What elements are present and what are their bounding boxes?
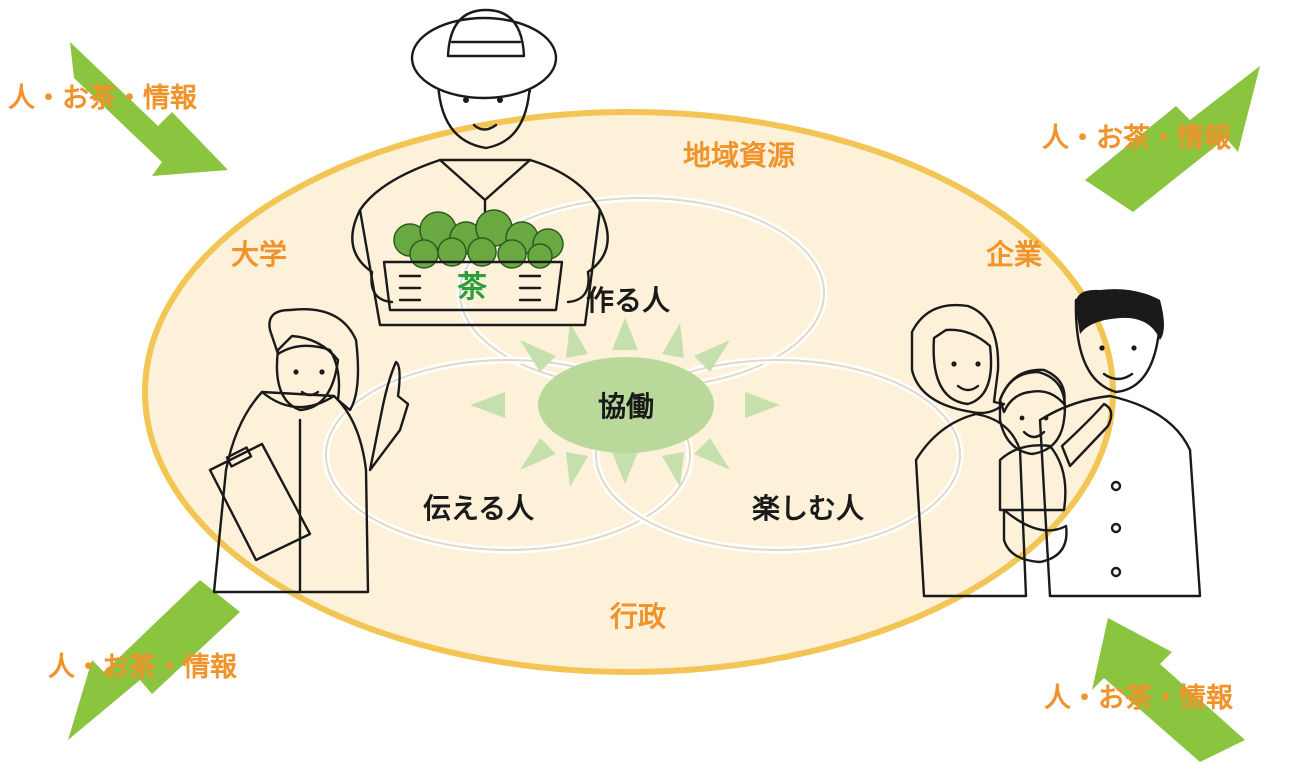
straw-hat-icon (410, 16, 558, 100)
family-illustration (910, 289, 1202, 598)
venn-circles (322, 194, 964, 554)
flow-label-top-right: 人・お茶・情報 (1042, 123, 1232, 154)
arrow-top-right (1085, 66, 1260, 212)
arrow-bottom-left (68, 580, 240, 740)
clipboard-icon (208, 442, 312, 562)
center-label: 協働 (598, 390, 654, 423)
circle-enjoyers-shade (595, 359, 961, 551)
basket-label-tea: 茶 (457, 270, 488, 305)
arrow-bottom-right (1092, 618, 1245, 762)
woman-illustration (208, 308, 410, 594)
outer-label-government: 行政 (609, 600, 666, 633)
flow-label-bottom-right: 人・お茶・情報 (1044, 683, 1234, 714)
outer-label-regional-resources: 地域資源 (683, 139, 795, 172)
circle-label-enjoyers: 楽しむ人 (752, 492, 864, 525)
outer-label-company: 企業 (986, 238, 1042, 271)
sun-rays (470, 318, 780, 487)
center-collaboration (538, 357, 714, 453)
circle-tellers-shade (325, 359, 691, 551)
circle-label-tellers: 伝える人 (423, 492, 534, 525)
flow-label-top-left: 人・お茶・情報 (8, 83, 198, 114)
circle-label-makers: 作る人 (586, 284, 670, 317)
farmer-illustration: 茶 (351, 8, 609, 327)
outer-label-university: 大学 (231, 238, 287, 271)
arrow-top-left (70, 42, 228, 176)
flow-label-bottom-left: 人・お茶・情報 (48, 652, 238, 683)
